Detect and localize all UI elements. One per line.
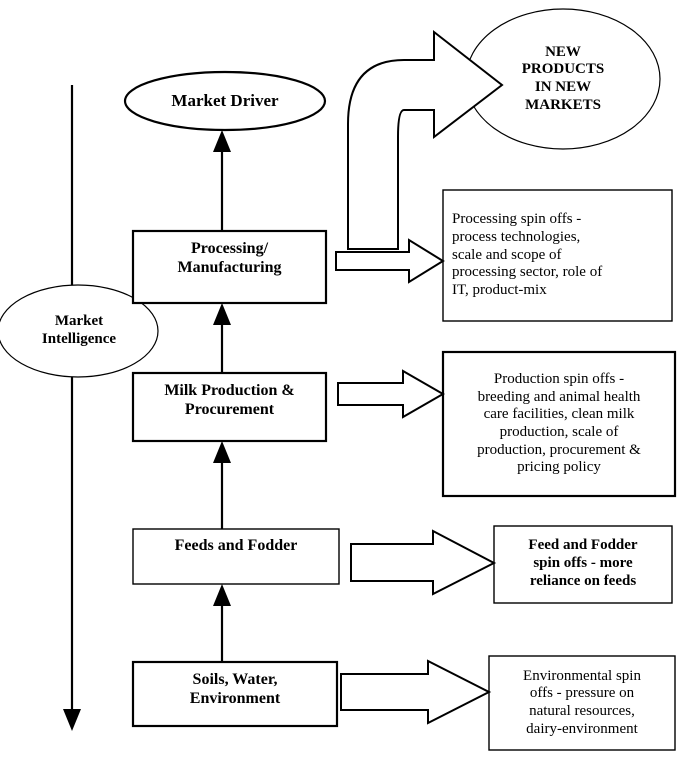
environmental-spin-offs-box	[488, 655, 676, 751]
block-arrow-environmental-spin-offs	[340, 659, 492, 725]
feeds-and-fodder-box	[132, 528, 340, 585]
feed-and-fodder-spin-offs-box	[493, 525, 673, 604]
processing-spin-offs-box	[442, 189, 673, 322]
curved-block-arrow-to-new-products	[347, 29, 504, 250]
market-intelligence-ellipse	[0, 284, 159, 378]
arrow-market-intelligence-down	[63, 85, 81, 731]
block-arrow-processing-spin-offs	[335, 238, 445, 284]
arrow-soils-to-feeds	[213, 584, 231, 662]
milk-production-procurement-box	[131, 371, 328, 443]
arrow-feeds-to-milk	[213, 441, 231, 529]
block-arrow-production-spin-offs	[337, 369, 446, 419]
production-spin-offs-box	[441, 350, 677, 498]
arrow-milk-to-processing	[213, 303, 231, 373]
arrow-processing-to-market-driver	[213, 130, 231, 231]
market-driver-ellipse	[123, 70, 327, 132]
processing-manufacturing-box	[131, 229, 328, 305]
block-arrow-feed-spin-offs	[350, 529, 497, 596]
soils-water-environment-box	[131, 660, 339, 728]
